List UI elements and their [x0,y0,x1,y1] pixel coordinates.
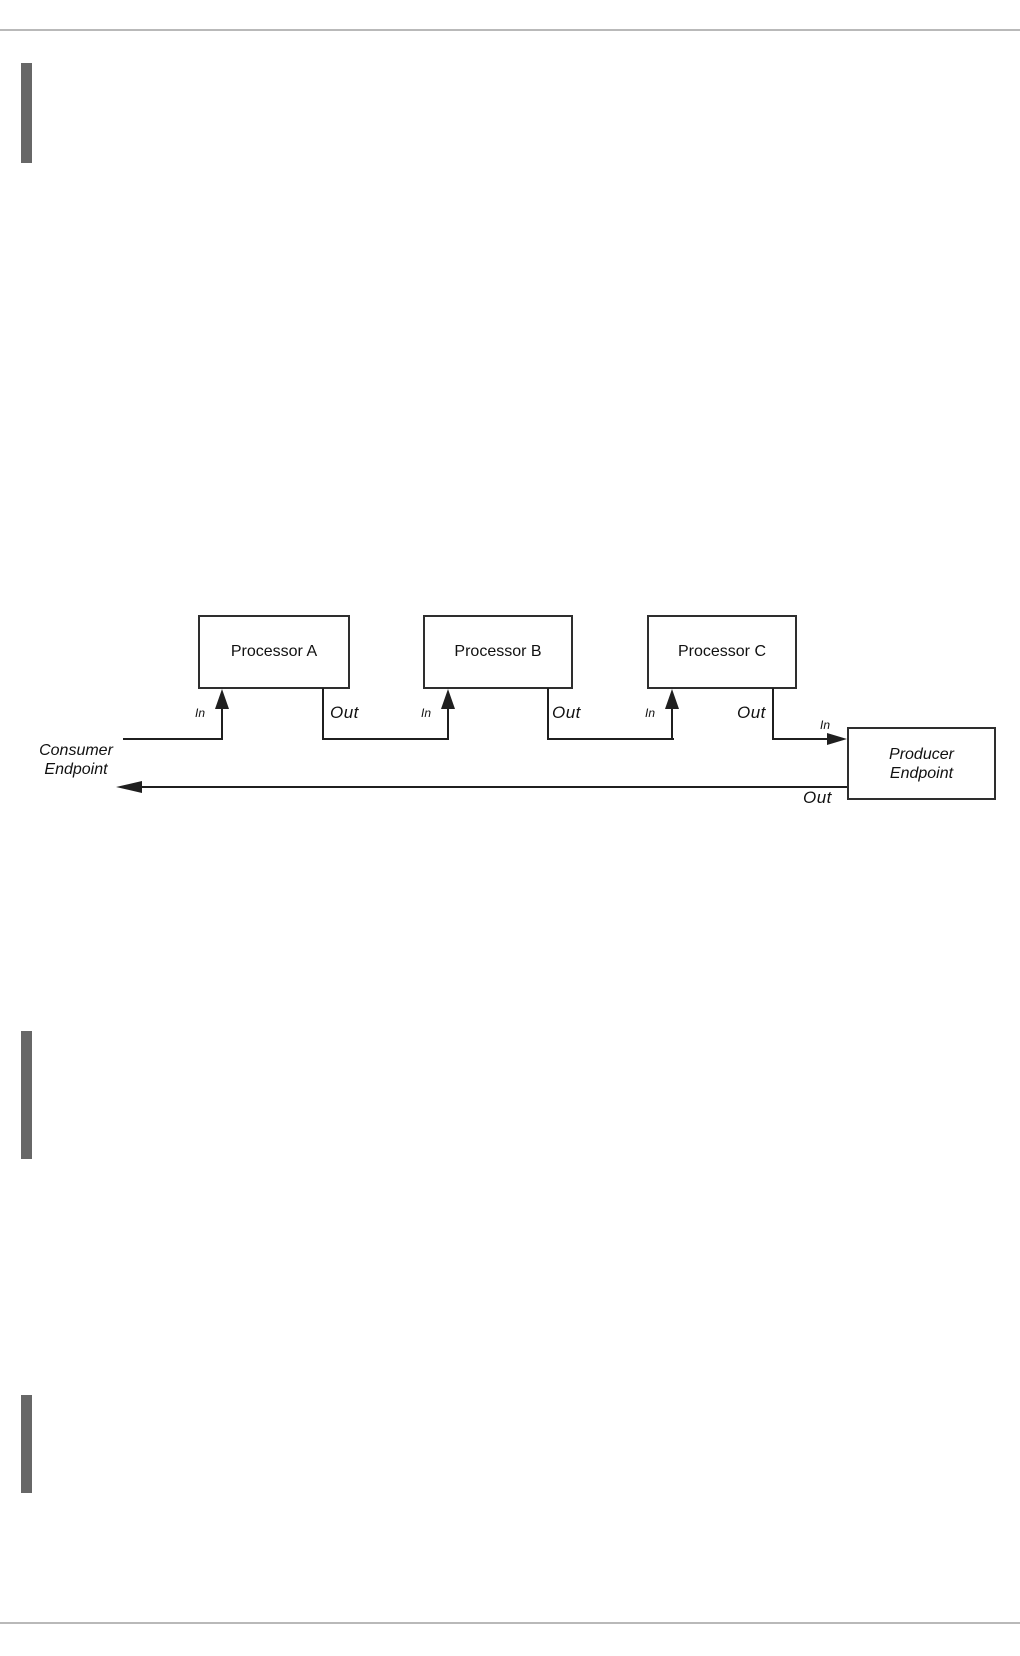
processor-c-label: Processor C [677,643,767,660]
processor-b-label: Processor B [454,643,542,660]
arrowhead-in-a [215,689,229,709]
arrowhead-in-producer [827,733,847,745]
bottom-horizontal-rule [0,1622,1020,1624]
in-label-processor-a: In [195,706,206,720]
margin-change-bar-2 [21,1031,32,1159]
connector-out-a-stem [322,688,324,740]
connector-consumer-to-a [123,738,223,740]
out-label-processor-c: Out [737,703,766,722]
margin-change-bar-3 [21,1395,32,1493]
margin-change-bar-1 [21,63,32,163]
out-label-producer-endpoint: Out [803,788,832,807]
producer-endpoint-label-line2: Endpoint [889,764,954,782]
consumer-endpoint-label-line2: Endpoint [44,761,108,778]
out-label-processor-b: Out [552,703,581,722]
connector-a-to-b [322,738,449,740]
in-label-producer-endpoint: In [820,718,831,732]
connector-out-c-stem [772,688,774,740]
in-label-processor-b: In [421,706,432,720]
processor-a-box: Processor A [198,615,350,689]
consumer-endpoint-label: Consumer Endpoint [22,741,130,779]
connector-b-to-c [547,738,674,740]
connector-in-b-stem [447,708,449,740]
processor-c-box: Processor C [647,615,797,689]
arrowhead-in-c [665,689,679,709]
top-horizontal-rule [0,29,1020,31]
connector-in-c-stem [671,708,673,740]
connector-out-b-stem [547,688,549,740]
connector-in-a-stem [221,708,223,740]
processor-b-box: Processor B [423,615,573,689]
arrowhead-in-b [441,689,455,709]
consumer-endpoint-label-line1: Consumer [39,742,113,759]
producer-endpoint-box: Producer Endpoint [847,727,996,800]
processor-a-label: Processor A [230,643,318,660]
arrowhead-return-to-consumer [116,781,142,793]
connector-producer-return [142,786,847,788]
producer-endpoint-label-line1: Producer [889,745,954,763]
in-label-processor-c: In [645,706,656,720]
connector-c-to-producer [772,738,828,740]
out-label-processor-a: Out [330,703,359,722]
